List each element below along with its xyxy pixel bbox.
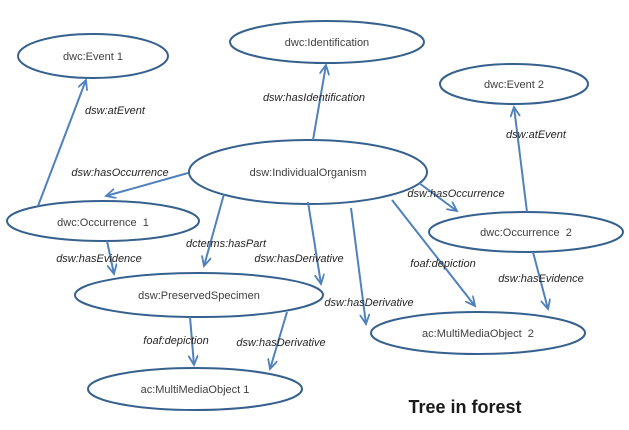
node-mmo2-label: ac:MultiMediaObject 2	[422, 328, 534, 340]
edge-label-hasderivative-2: dsw:hasDerivative	[324, 297, 413, 309]
edge-label-depiction-2: foaf:depiction	[410, 258, 475, 270]
diagram-caption: Tree in forest	[408, 397, 521, 417]
edge-label-hasevidence-2: dsw:hasEvidence	[498, 273, 584, 285]
edge-label-atevent-2: dsw:atEvent	[506, 129, 567, 141]
edge-organism-mmo2-derivative	[350, 207, 366, 324]
edge-label-hasevidence-1: dsw:hasEvidence	[56, 253, 142, 265]
edge-label-hasderivative-3: dsw:hasDerivative	[236, 337, 325, 349]
edge-occurrence1-specimen	[106, 240, 114, 274]
edge-label-atevent-1: dsw:atEvent	[85, 105, 146, 117]
edge-occurrence1-event1	[37, 80, 86, 207]
edge-specimen-mmo1-depiction	[190, 316, 194, 365]
edge-organism-occurrence1	[106, 172, 189, 196]
edge-label-haspart: dcterms:hasPart	[186, 238, 267, 250]
edge-organism-specimen-derivative	[307, 201, 321, 284]
edge-label-hasoccurrence-1: dsw:hasOccurrence	[71, 167, 168, 179]
node-event2-label: dwc:Event 2	[484, 79, 544, 91]
edge-specimen-mmo1-derivative	[270, 311, 288, 369]
node-mmo2-ellipse	[370, 311, 586, 355]
edge-occurrence2-mmo2	[532, 251, 548, 309]
node-specimen-ellipse	[74, 272, 324, 318]
node-specimen-label: dsw:PreservedSpecimen	[138, 290, 260, 302]
node-event1-ellipse	[17, 33, 169, 79]
node-identification-ellipse	[229, 20, 425, 64]
node-event1-label: dwc:Event 1	[63, 51, 123, 63]
edge-label-hasoccurrence-2: dsw:hasOccurrence	[407, 188, 504, 200]
edge-label-depiction-1: foaf:depiction	[143, 335, 208, 347]
edge-label-hasidentification: dsw:hasIdentification	[263, 92, 365, 104]
node-occurrence2-label: dwc:Occurrence 2	[480, 227, 572, 239]
edge-organism-specimen-haspart	[204, 193, 225, 266]
node-identification-label: dwc:Identification	[285, 37, 369, 49]
node-mmo1-label: ac:MultiMediaObject 1	[141, 384, 250, 396]
node-mmo1-ellipse	[87, 367, 303, 411]
edge-label-hasderivative-1: dsw:hasDerivative	[254, 253, 343, 265]
node-occurrence1-label: dwc:Occurrence 1	[57, 217, 149, 229]
node-occurrence1-ellipse	[6, 200, 200, 242]
edge-organism-identification	[312, 65, 326, 141]
edge-organism-occurrence2	[418, 182, 457, 211]
edge-organism-mmo2-depiction	[391, 199, 475, 306]
node-organism-label: dsw:IndividualOrganism	[250, 167, 367, 179]
node-event2-ellipse	[439, 63, 589, 105]
edge-occurrence2-event2	[514, 107, 528, 213]
